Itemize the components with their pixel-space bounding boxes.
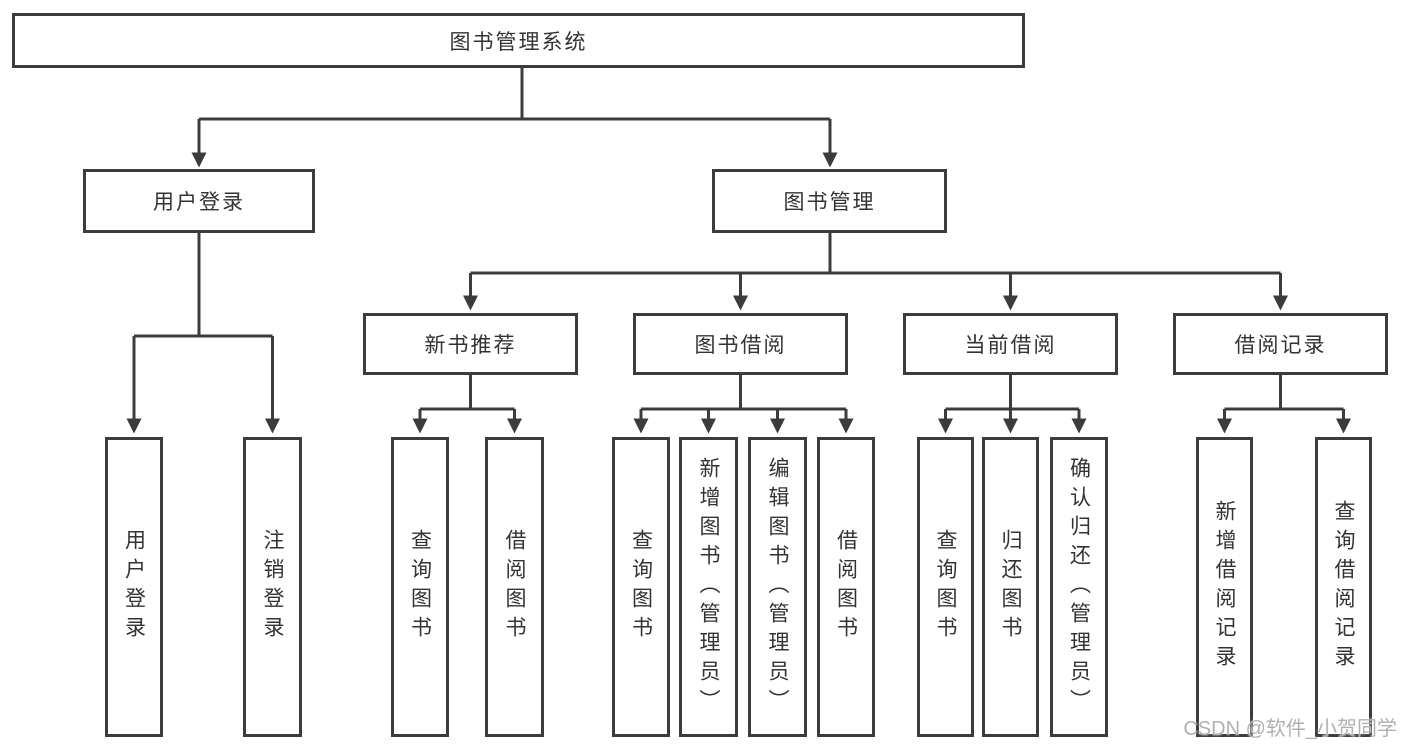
leaf-edit-books-admin-label: 编辑图书（管理员） [766, 456, 789, 718]
node-current-borrowing: 当前借阅 [903, 313, 1118, 375]
connector-arrows [126, 119, 1351, 434]
node-new-book-recommend: 新书推荐 [363, 313, 578, 375]
leaf-user-login: 用户登录 [105, 437, 163, 737]
csdn-watermark: CSDN @软件_小贺同学 [1183, 718, 1397, 740]
leaf-edit-books-admin: 编辑图书（管理员） [748, 437, 807, 737]
leaf-query-borrow-record: 查询借阅记录 [1315, 437, 1372, 737]
node-user-login-label: 用户登录 [153, 191, 245, 214]
leaf-borrow-books-2-label: 借阅图书 [834, 529, 858, 645]
leaf-add-borrow-record: 新增借阅记录 [1196, 437, 1253, 737]
leaf-borrow-books-1: 借阅图书 [485, 437, 544, 737]
connector-trunks [134, 68, 1344, 411]
leaf-query-books-2-label: 查询图书 [629, 529, 653, 645]
leaf-return-books-label: 归还图书 [999, 529, 1022, 645]
node-borrowing-records: 借阅记录 [1173, 313, 1388, 375]
leaf-logout-label: 注销登录 [261, 529, 284, 645]
leaf-borrow-books-1-label: 借阅图书 [503, 529, 526, 645]
leaf-logout: 注销登录 [243, 437, 302, 737]
connector-line [134, 68, 1344, 411]
node-user-login: 用户登录 [83, 169, 315, 233]
leaf-confirm-return-admin-label: 确认归还（管理员） [1067, 456, 1091, 718]
leaf-query-books-3: 查询图书 [917, 437, 974, 737]
node-book-borrowing: 图书借阅 [633, 313, 848, 375]
leaf-query-books-1: 查询图书 [391, 437, 449, 737]
node-borrowing-records-label: 借阅记录 [1234, 334, 1327, 357]
leaf-query-books-3-label: 查询图书 [934, 529, 957, 645]
node-book-management: 图书管理 [712, 169, 947, 233]
leaf-add-books-admin-label: 新增图书（管理员） [697, 456, 720, 718]
leaf-add-books-admin: 新增图书（管理员） [679, 437, 738, 737]
node-root-label: 图书管理系统 [449, 30, 588, 54]
leaf-user-login-label: 用户登录 [122, 529, 146, 645]
node-current-borrowing-label: 当前借阅 [964, 334, 1057, 357]
leaf-query-books-1-label: 查询图书 [408, 529, 432, 645]
leaf-add-borrow-record-label: 新增借阅记录 [1213, 500, 1236, 674]
leaf-return-books: 归还图书 [982, 437, 1039, 737]
leaf-query-books-2: 查询图书 [612, 437, 670, 737]
leaf-borrow-books-2: 借阅图书 [817, 437, 875, 737]
node-book-management-label: 图书管理 [783, 191, 876, 214]
leaf-query-borrow-record-label: 查询借阅记录 [1332, 500, 1355, 674]
node-root: 图书管理系统 [12, 13, 1025, 68]
leaf-confirm-return-admin: 确认归还（管理员） [1050, 437, 1108, 737]
node-book-borrowing-label: 图书借阅 [694, 334, 787, 357]
node-new-book-recommend-label: 新书推荐 [424, 334, 517, 357]
